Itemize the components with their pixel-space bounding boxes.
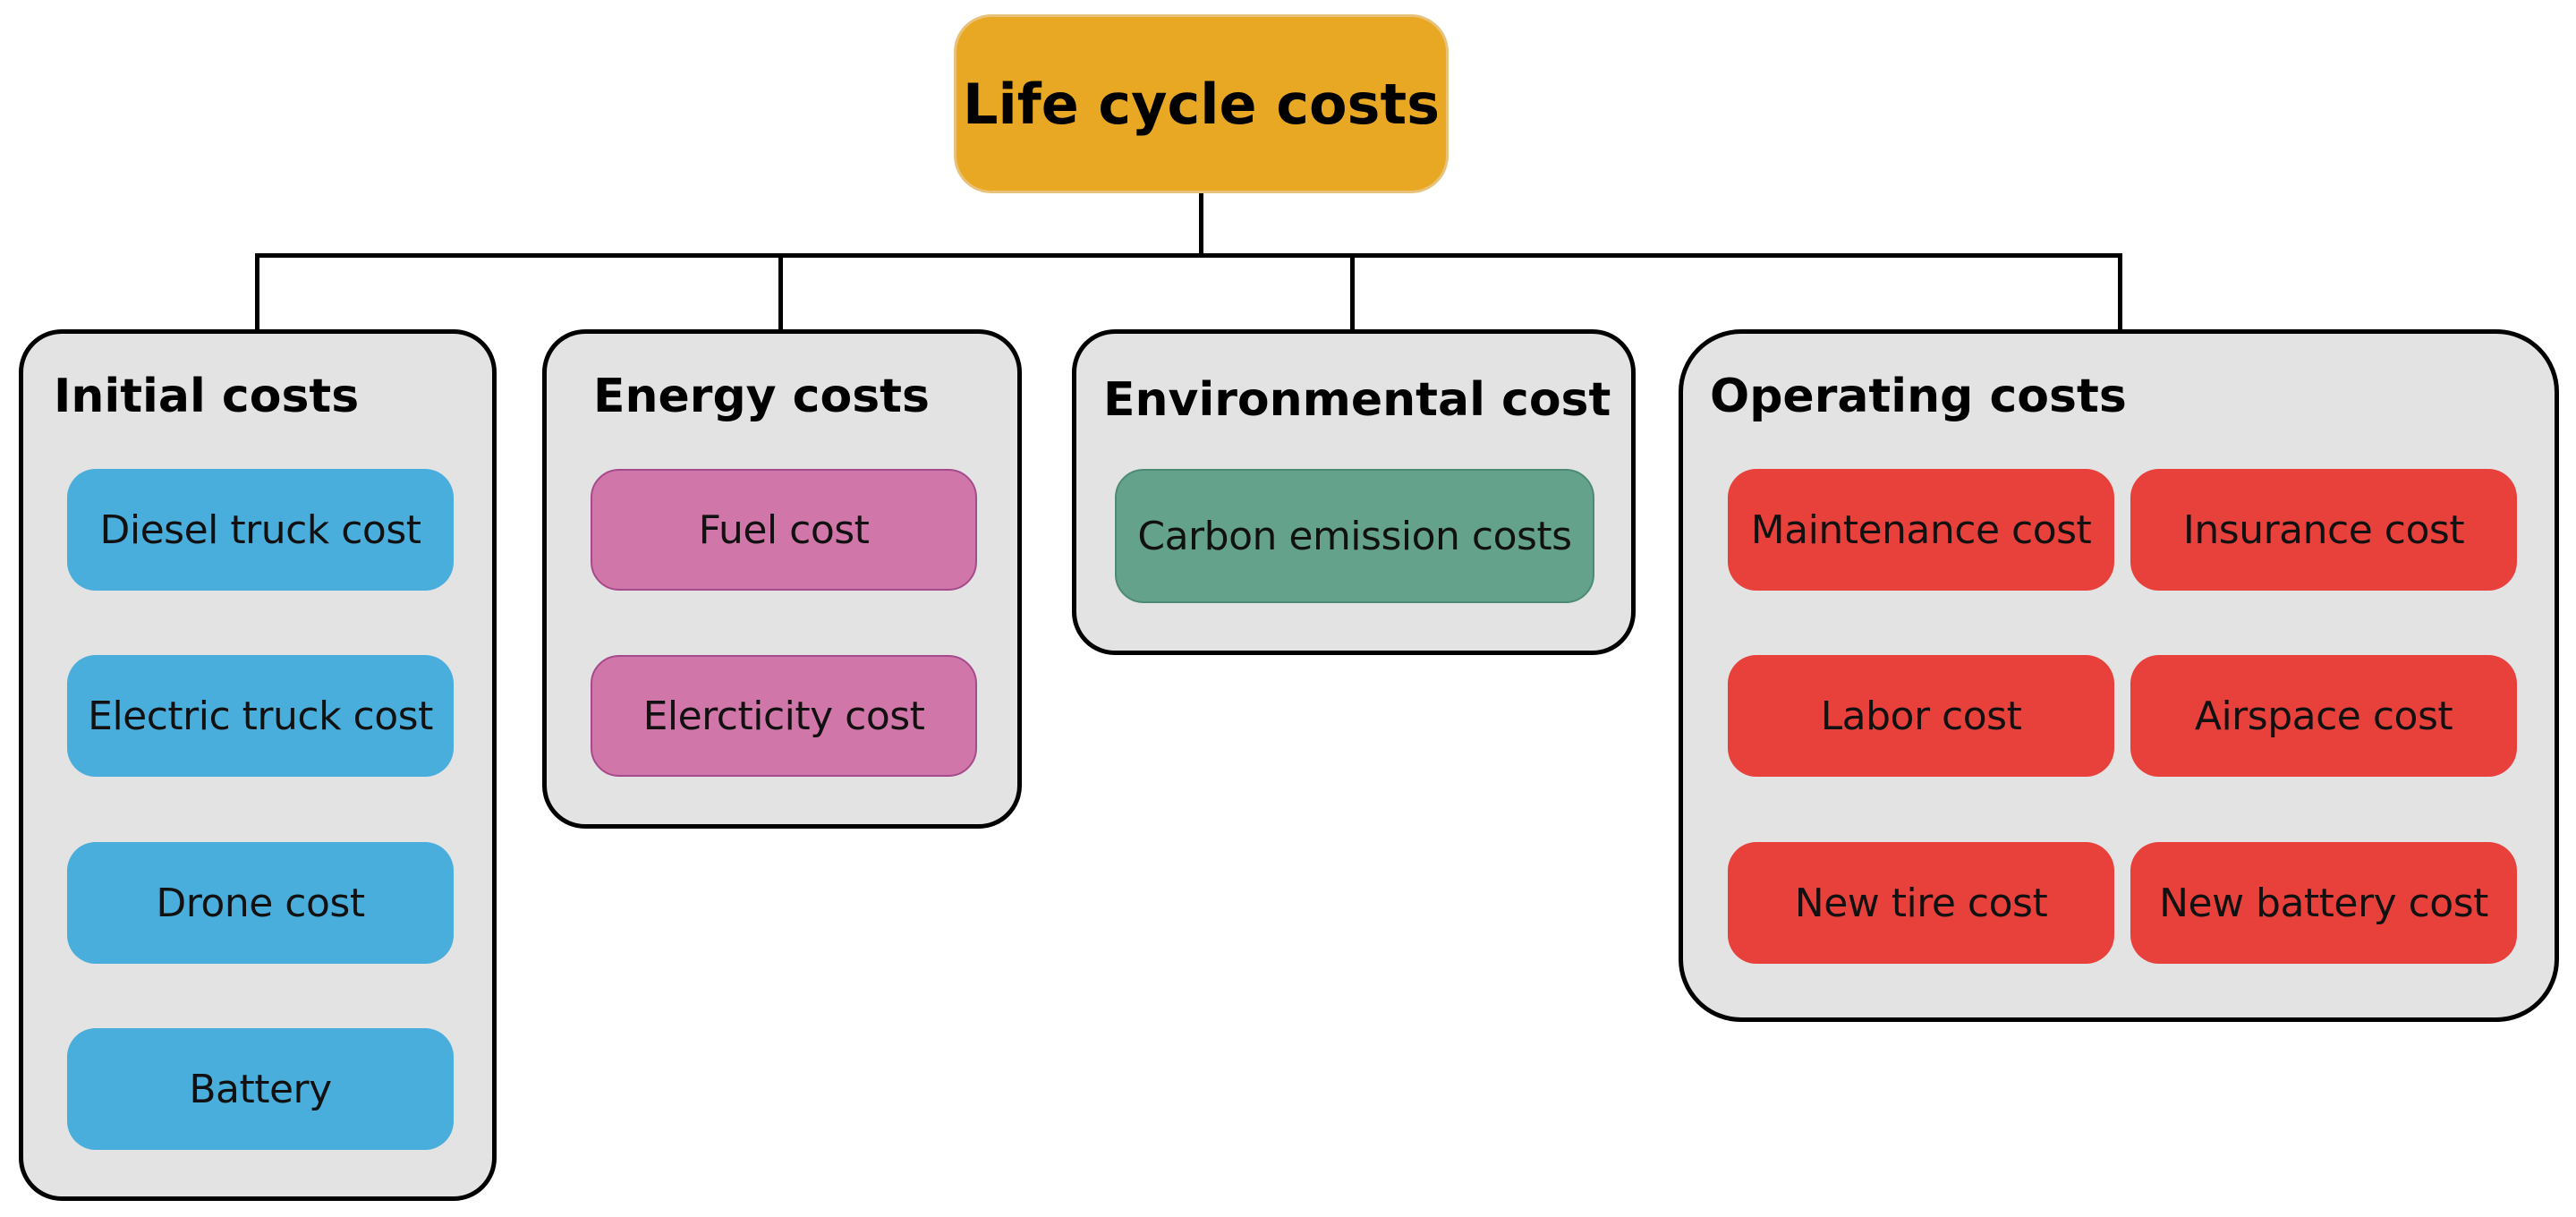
labor-cost-item: Labor cost — [1728, 655, 2114, 777]
environmental-cost-title: Environmental cost — [1103, 373, 1611, 427]
new-battery-cost-item: New battery cost — [2130, 842, 2517, 964]
root-node: Life cycle costs — [954, 14, 1449, 193]
horizontal-bus-connector — [255, 253, 2122, 258]
environmental-branch-connector — [1350, 253, 1355, 332]
energy-costs-group: Energy costs Fuel cost Elercticity cost — [542, 329, 1022, 829]
carbon-emission-costs-item: Carbon emission costs — [1115, 469, 1594, 603]
fuel-cost-item: Fuel cost — [591, 469, 977, 591]
drone-cost-item: Drone cost — [67, 842, 454, 964]
battery-item: Battery — [67, 1028, 454, 1150]
electricity-cost-item: Elercticity cost — [591, 655, 977, 777]
electric-truck-cost-item: Electric truck cost — [67, 655, 454, 777]
maintenance-cost-item: Maintenance cost — [1728, 469, 2114, 591]
initial-branch-connector — [255, 253, 259, 332]
initial-costs-title: Initial costs — [54, 370, 360, 423]
insurance-cost-item: Insurance cost — [2130, 469, 2517, 591]
energy-costs-title: Energy costs — [593, 370, 930, 423]
environmental-cost-group: Environmental cost Carbon emission costs — [1072, 329, 1636, 655]
initial-costs-group: Initial costs Diesel truck cost Electric… — [19, 329, 497, 1201]
operating-costs-group: Operating costs Maintenance cost Insuran… — [1679, 329, 2559, 1022]
root-stem-connector — [1199, 191, 1203, 258]
new-tire-cost-item: New tire cost — [1728, 842, 2114, 964]
operating-branch-connector — [2118, 253, 2122, 332]
energy-branch-connector — [778, 253, 783, 332]
airspace-cost-item: Airspace cost — [2130, 655, 2517, 777]
root-label: Life cycle costs — [963, 71, 1440, 137]
diesel-truck-cost-item: Diesel truck cost — [67, 469, 454, 591]
operating-costs-title: Operating costs — [1710, 370, 2127, 423]
